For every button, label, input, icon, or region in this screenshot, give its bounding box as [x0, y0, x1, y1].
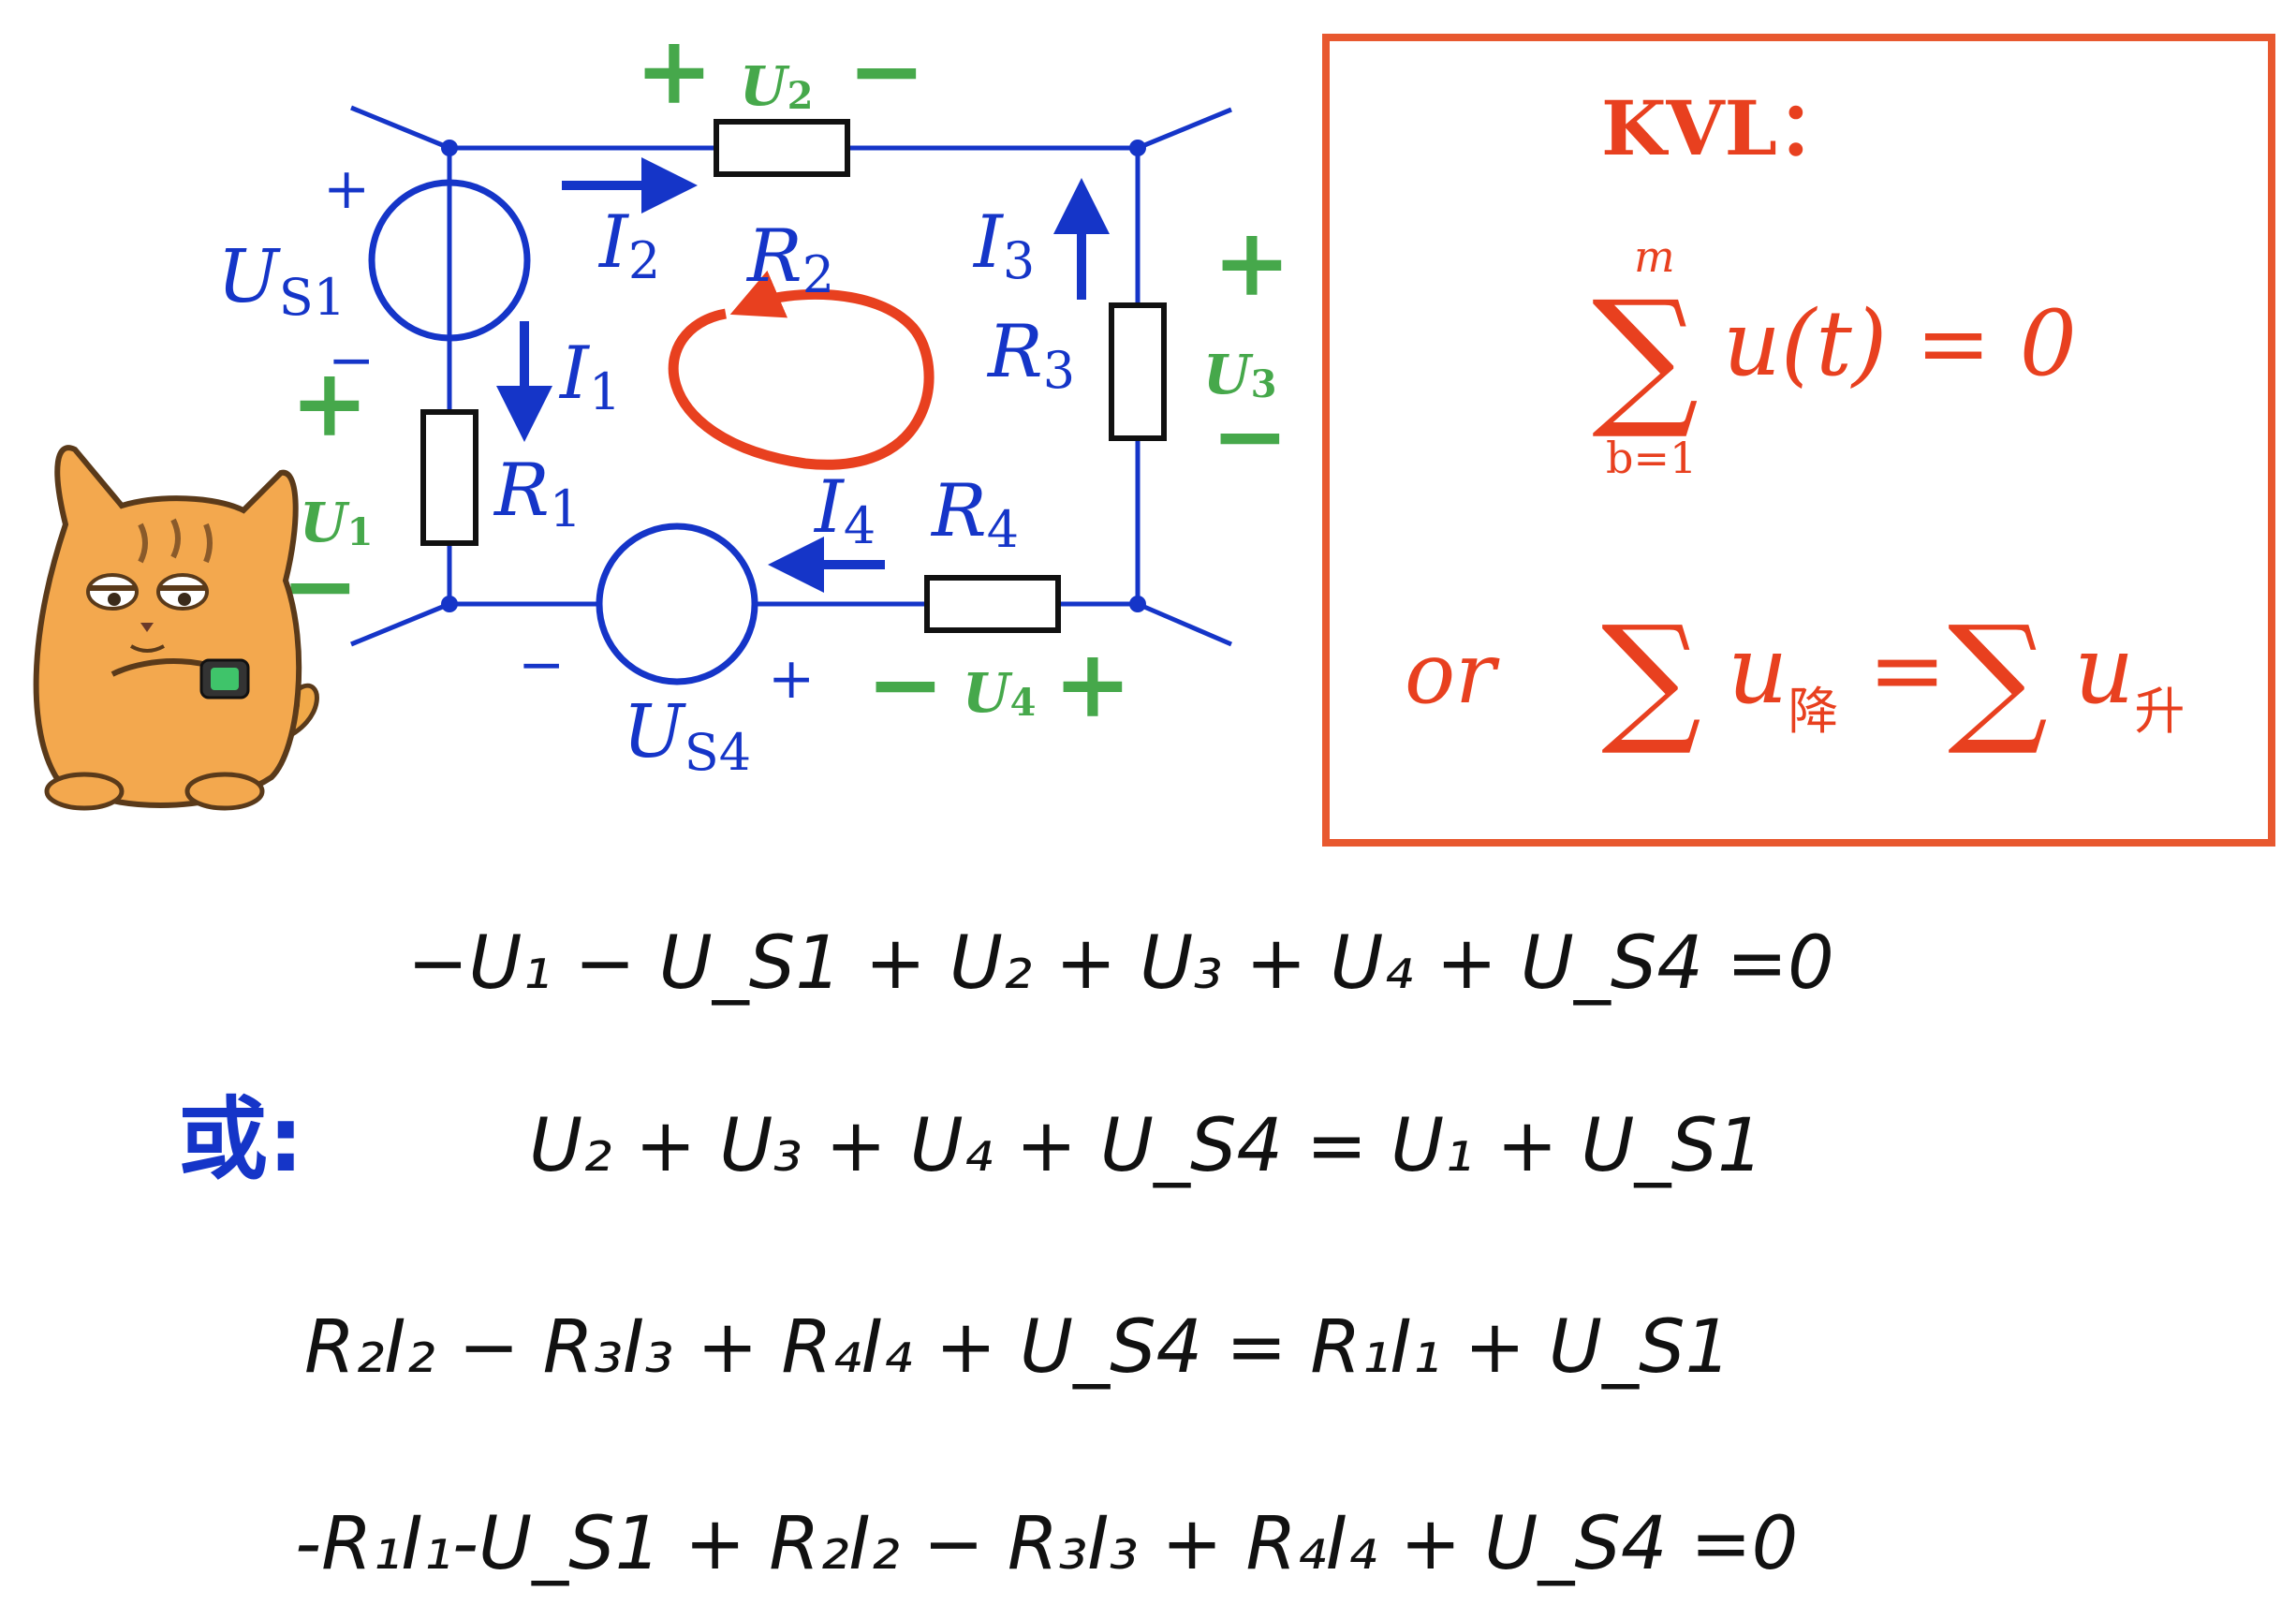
sum-lower-limit: b=1 [1606, 433, 1697, 483]
u4-plus-sign: + [1053, 628, 1132, 739]
label-i2: I2 [597, 200, 660, 290]
equation-2: U₂ + U₃ + U₄ + U_S4 = U₁ + U_S1 [529, 1104, 1764, 1188]
stub-bottom-left [350, 601, 450, 647]
kvl-title: KVL： [1601, 84, 1852, 172]
label-u3: U3 [1203, 343, 1276, 406]
label-i1: I1 [558, 331, 621, 421]
resistor-r3 [1109, 302, 1167, 441]
sigma-drop-symbol: ∑ [1601, 596, 1701, 759]
u-rise: u升 [2074, 615, 2185, 741]
equals-sign: = [1868, 615, 1947, 725]
stub-top-left [350, 105, 450, 151]
node-top-left [441, 140, 458, 156]
equation-1: −U₁ − U_S1 + U₂ + U₃ + U₄ + U_S4 =0 [407, 921, 1834, 1006]
u2-plus-sign: + [635, 15, 714, 125]
cat-mascot-icon [33, 445, 319, 811]
us4-plus-sign: + [768, 646, 815, 712]
label-r4: R4 [930, 469, 1019, 559]
u3-plus-sign: + [1213, 207, 1291, 317]
kvl-formula-drop-rise: or ∑ u降 = ∑ u升 [1405, 596, 2185, 759]
label-i3: I3 [972, 200, 1035, 290]
stub-top-right [1137, 107, 1232, 151]
or-label: or [1405, 625, 1500, 723]
label-us1: US1 [217, 235, 346, 327]
sigma-symbol: ∑ [1592, 268, 1699, 443]
alt-label: 或: [178, 1087, 303, 1192]
resistor-r1 [420, 409, 478, 546]
label-u1: U1 [300, 491, 373, 554]
node-top-right [1129, 140, 1146, 156]
u4-minus-sign: − [866, 628, 945, 739]
u-drop: u降 [1728, 615, 1838, 741]
sigma-rise-symbol: ∑ [1948, 596, 2048, 759]
equation-3: R₂I₂ − R₃I₃ + R₄I₄ + U_S4 = R₁I₁ + U_S1 [304, 1305, 1731, 1390]
u2-minus-sign: − [847, 15, 926, 125]
kvl-box [1322, 34, 2275, 847]
label-r1: R1 [493, 449, 581, 538]
source-us4-icon [596, 523, 758, 685]
us1-plus-sign: + [323, 156, 370, 222]
sum-body: u(t) = 0 [1723, 291, 2077, 396]
stub-bottom-right [1137, 601, 1232, 647]
resistor-r2 [714, 119, 850, 177]
u1-plus-sign: + [290, 347, 369, 458]
node-bottom-left [441, 596, 458, 612]
label-r3: R3 [986, 310, 1075, 400]
equation-4: -R₁I₁-U_S1 + R₂I₂ − R₃I₃ + R₄I₄ + U_S4 =… [295, 1502, 1798, 1586]
u3-minus-sign: − [1211, 380, 1289, 491]
label-u4: U4 [963, 661, 1036, 725]
node-bottom-right [1129, 596, 1146, 612]
sum-upper-limit: m [1634, 231, 1675, 282]
us1-minus-sign: − [328, 328, 375, 393]
label-us4: US4 [623, 690, 751, 782]
loop-direction-arrow [668, 270, 935, 470]
label-i4: I4 [813, 465, 876, 555]
circuit-nodes [441, 140, 1146, 612]
resistor-r4 [924, 575, 1061, 633]
us4-minus-sign: − [518, 632, 565, 698]
label-r2: R2 [745, 214, 834, 304]
kvl-formula-sum: m ∑ b=1 u(t) = 0 [1592, 231, 2077, 483]
label-u2: U2 [740, 54, 813, 118]
